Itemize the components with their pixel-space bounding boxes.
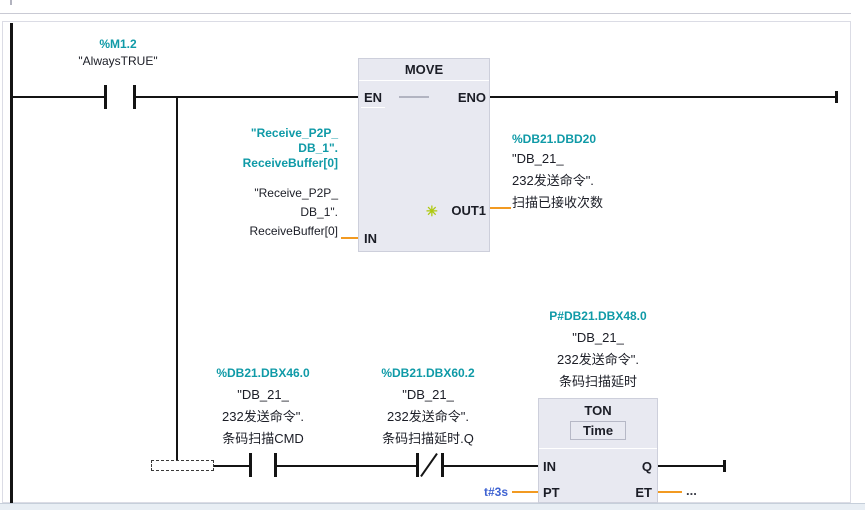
operand-name-line: "Receive_P2P_ [254, 186, 338, 200]
wire-rung1-left [10, 96, 104, 98]
operand-name-line: 232发送命令". [387, 409, 469, 424]
power-rail [10, 23, 13, 503]
operand-always-true[interactable]: %M1.2 "AlwaysTRUE" [46, 36, 190, 70]
wire-in-connection [341, 237, 358, 239]
operand-address: %DB21.DBX46.0 [216, 366, 310, 380]
operand-name-line: "DB_21_ [237, 387, 289, 402]
operand-name-line: 232发送命令". [512, 173, 594, 188]
operand-ton-instance[interactable]: P#DB21.DBX48.0 "DB_21_ 232发送命令". 条码扫描延时 [518, 305, 678, 393]
contact-bar [104, 85, 107, 109]
move-block[interactable] [358, 58, 490, 252]
operand-name-line: 232发送命令". [557, 352, 639, 367]
wire-end-tick [723, 460, 726, 472]
wire-end-tick [835, 91, 838, 103]
wire-rung2-c [444, 465, 538, 467]
operand-address-line: "Receive_P2P_ [250, 126, 338, 140]
en-underline [361, 107, 385, 108]
pin-en: EN [364, 90, 383, 105]
operand-address: P#DB21.DBX48.0 [549, 309, 647, 323]
wire-q-out [658, 465, 726, 467]
et-placeholder[interactable]: ... [686, 483, 697, 498]
header-divider [0, 13, 851, 14]
operand-address-line: ReceiveBuffer[0] [242, 156, 338, 170]
ton-block-title[interactable]: TON [584, 403, 612, 418]
operand-address: %M1.2 [99, 37, 137, 51]
operand-name-line: 条码扫描延时.Q [382, 431, 474, 446]
en-eno-link [399, 96, 429, 98]
operand-name-line: "DB_21_ [402, 387, 454, 402]
operand-name-line: 232发送命令". [222, 409, 304, 424]
contact-bar [274, 453, 277, 477]
operand-move-out1[interactable]: %DB21.DBD20 "DB_21_ 232发送命令". 扫描已接收次数 [512, 131, 687, 214]
ton-header-separator [539, 448, 657, 449]
pin-in: IN [364, 231, 377, 246]
wire-out1-connection [490, 207, 511, 209]
pin-ton-in: IN [543, 459, 556, 474]
operand-name-line: 条码扫描延时 [558, 374, 637, 389]
operand-address-line: DB_1". [298, 141, 338, 155]
ton-block[interactable] [538, 398, 658, 503]
asterisk-icon: ✳ [426, 203, 438, 219]
ton-type-dropdown[interactable]: Time [570, 421, 626, 440]
operand-name-line: 条码扫描CMD [222, 431, 304, 446]
move-header-separator [359, 80, 489, 81]
move-block-title[interactable]: MOVE [404, 62, 444, 77]
operand-name-line: "DB_21_ [512, 151, 564, 166]
empty-branch-placeholder[interactable] [151, 460, 214, 471]
contact-bar [416, 453, 419, 477]
splitter-tick [10, 0, 12, 5]
operand-scan-delay-q[interactable]: %DB21.DBX60.2 "DB_21_ 232发送命令". 条码扫描延时.Q [348, 362, 508, 450]
contact-bar [249, 453, 252, 477]
pin-eno: ENO [457, 90, 486, 105]
wire-et-connection [658, 491, 682, 493]
operand-name-line: "DB_21_ [572, 330, 624, 345]
wire-rung1-right [136, 96, 358, 98]
operand-name-line: ReceiveBuffer[0] [249, 224, 339, 238]
contact-bar [441, 453, 444, 477]
wire-branch-vertical [176, 96, 178, 467]
contact-bar [133, 85, 136, 109]
bottom-strip [0, 503, 865, 510]
operand-name: "AlwaysTRUE" [78, 54, 158, 68]
pin-ton-pt: PT [543, 485, 560, 500]
operand-name-line: 扫描已接收次数 [512, 195, 604, 210]
wire-eno-out [490, 96, 837, 98]
pt-constant[interactable]: t#3s [483, 485, 508, 499]
operand-move-in[interactable]: "Receive_P2P_ DB_1". ReceiveBuffer[0] "R… [188, 126, 338, 241]
operand-address: %DB21.DBD20 [512, 132, 597, 146]
pin-out1: OUT1 [451, 203, 486, 218]
operand-name-line: DB_1". [300, 205, 338, 219]
wire-pt-connection [512, 491, 538, 493]
pin-ton-et: ET [635, 485, 652, 500]
operand-scan-cmd[interactable]: %DB21.DBX46.0 "DB_21_ 232发送命令". 条码扫描CMD [183, 362, 343, 450]
operand-address: %DB21.DBX60.2 [381, 366, 475, 380]
wire-rung2-b [277, 465, 416, 467]
pin-ton-q: Q [641, 459, 652, 474]
